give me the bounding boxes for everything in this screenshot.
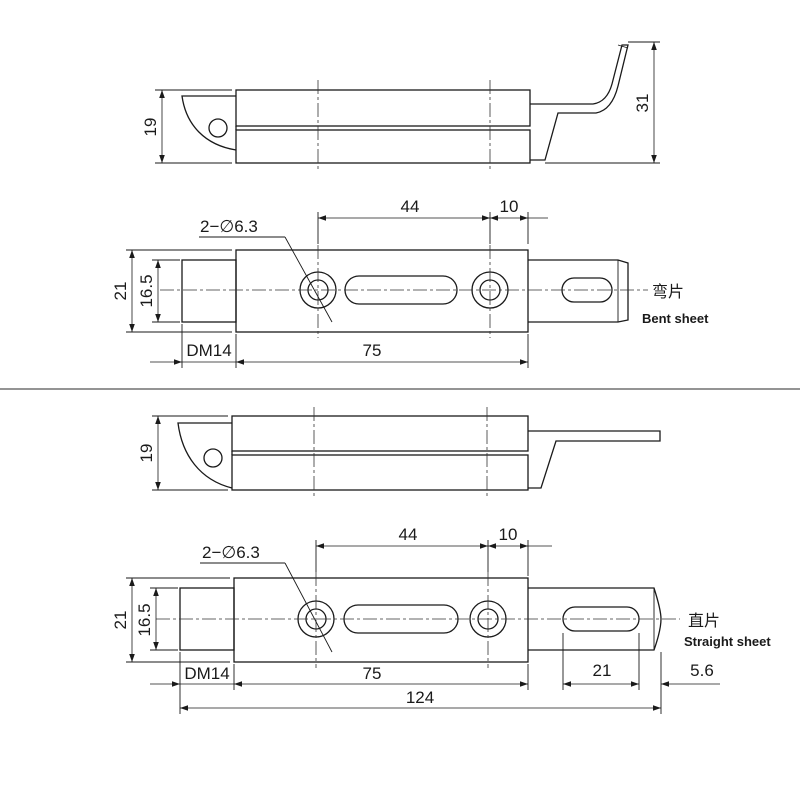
bent-plan-view: 2−∅6.3 44 10 21 16.5 DM14 75 弯片 Bent she… (111, 197, 709, 368)
bent-side-view: 19 31 (141, 41, 660, 172)
straight-pitch-label: 44 (399, 525, 418, 544)
bent-side-height-label: 19 (141, 118, 160, 137)
bent-name-cn: 弯片 (652, 282, 684, 301)
straight-plan-view: 2−∅6.3 44 10 21 16.5 DM14 75 21 5.6 (111, 525, 771, 714)
bent-side-total-height-label: 31 (633, 94, 652, 113)
bent-width-label: 21 (111, 282, 130, 301)
bent-body-length-label: 75 (363, 341, 382, 360)
straight-name-en: Straight sheet (684, 634, 771, 649)
straight-side-height-label: 19 (137, 444, 156, 463)
straight-thread-label: DM14 (184, 664, 229, 683)
straight-name-cn: 直片 (688, 611, 720, 630)
bent-hole-spec: 2−∅6.3 (200, 217, 258, 236)
bent-name-en: Bent sheet (642, 311, 709, 326)
straight-slot-length-label: 21 (593, 661, 612, 680)
straight-end-label: 10 (499, 525, 518, 544)
straight-side-view: 19 (137, 407, 661, 497)
bent-thread-label: DM14 (186, 341, 231, 360)
straight-hole-spec: 2−∅6.3 (202, 543, 260, 562)
straight-body-length-label: 75 (363, 664, 382, 683)
straight-width-label: 21 (111, 611, 130, 630)
straight-total-length-label: 124 (406, 688, 434, 707)
bent-inner-width-label: 16.5 (137, 274, 156, 307)
bent-end-label: 10 (500, 197, 519, 216)
straight-tail-label: 5.6 (690, 661, 714, 680)
bent-pitch-label: 44 (401, 197, 420, 216)
straight-inner-width-label: 16.5 (135, 603, 154, 636)
